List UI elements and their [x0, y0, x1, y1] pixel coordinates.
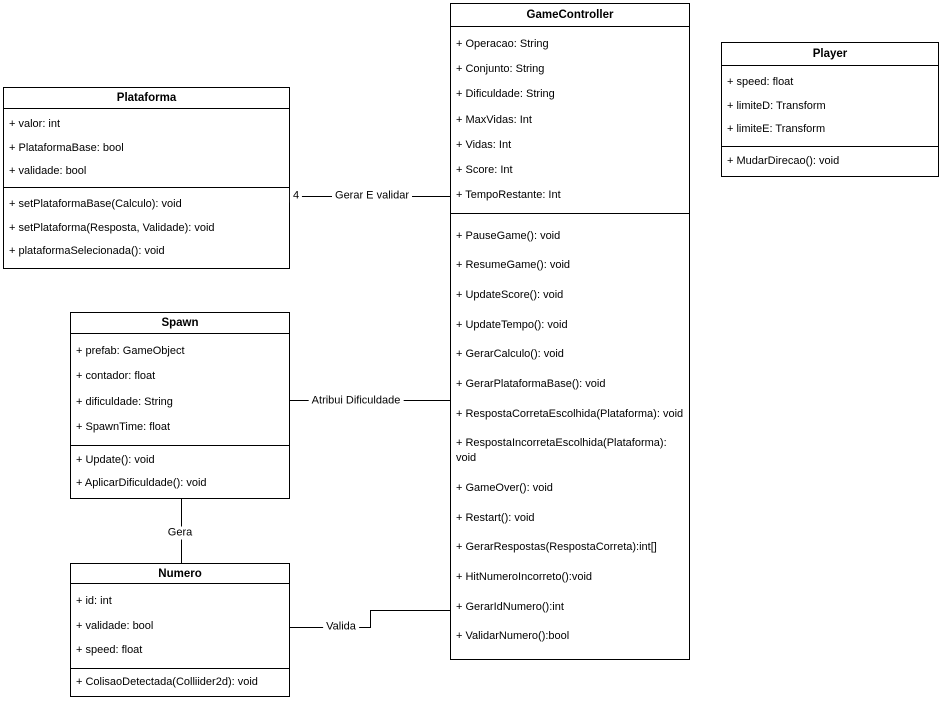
method: + ResumeGame(): void [456, 259, 571, 272]
multiplicity-label: 4 [289, 189, 303, 203]
method: + GerarPlataformaBase(): void [456, 377, 606, 390]
method: + setPlataformaBase(Calculo): void [9, 197, 182, 210]
attribute: + MaxVidas: Int [456, 113, 532, 126]
attributes-section: + valor: int + PlataformaBase: bool + va… [4, 109, 289, 188]
attribute: + Conjunto: String [456, 63, 545, 76]
method: + UpdateTempo(): void [456, 318, 568, 331]
methods-section: + MudarDirecao(): void [722, 147, 938, 176]
connector-valida-segment-2[interactable] [370, 610, 371, 628]
class-title-plataforma: Plataforma [4, 88, 289, 109]
attributes-section: + Operacao: String + Conjunto: String + … [451, 27, 689, 214]
class-box-plataforma[interactable]: Plataforma + valor: int + PlataformaBase… [3, 87, 290, 269]
attribute: + Operacao: String [456, 38, 549, 51]
attributes-section: + id: int + validade: bool + speed: floa… [71, 584, 289, 669]
class-box-spawn[interactable]: Spawn + prefab: GameObject + contador: f… [70, 312, 290, 499]
attribute: + prefab: GameObject [76, 345, 185, 358]
class-title-gamecontroller: GameController [451, 4, 689, 27]
methods-section: + PauseGame(): void + ResumeGame(): void… [451, 214, 689, 659]
method: + AplicarDificuldade(): void [76, 476, 207, 489]
attributes-section: + prefab: GameObject + contador: float +… [71, 334, 289, 446]
attribute: + valor: int [9, 118, 61, 131]
attribute: + PlataformaBase: bool [9, 141, 124, 154]
method: + RespostaIncorretaEscolhida(Plataforma)… [456, 437, 667, 465]
method: + ColisaoDetectada(Colliider2d): void [76, 676, 258, 688]
class-title-player: Player [722, 43, 938, 66]
method: + Restart(): void [456, 511, 535, 524]
methods-section: + ColisaoDetectada(Colliider2d): void [71, 669, 289, 696]
method: + GerarIdNumero():int [456, 600, 564, 613]
method: + GerarCalculo(): void [456, 348, 564, 361]
attribute: + contador: float [76, 370, 156, 383]
method: + plataformaSelecionada(): void [9, 245, 165, 258]
class-box-gamecontroller[interactable]: GameController + Operacao: String + Conj… [450, 3, 690, 660]
attribute: + validade: bool [9, 164, 87, 177]
attributes-section: + speed: float + limiteD: Transform + li… [722, 66, 938, 147]
attribute: + TempoRestante: Int [456, 188, 561, 201]
class-box-player[interactable]: Player + speed: float + limiteD: Transfo… [721, 42, 939, 177]
class-title-numero: Numero [71, 564, 289, 584]
method: + PauseGame(): void [456, 229, 561, 242]
method: + GameOver(): void [456, 481, 553, 494]
edge-label-gerar-e-validar: Gerar E validar [332, 189, 412, 203]
method: + RespostaCorretaEscolhida(Plataforma): … [456, 407, 684, 420]
attribute: + Dificuldade: String [456, 88, 555, 101]
edge-label-valida: Valida [323, 620, 359, 634]
attribute: + speed: float [727, 75, 794, 88]
connector-valida-segment-3[interactable] [370, 610, 450, 611]
method: + GerarRespostas(RespostaCorreta):int[] [456, 541, 657, 554]
attribute: + limiteE: Transform [727, 123, 826, 136]
edge-label-gera: Gera [164, 526, 196, 540]
method: + setPlataforma(Resposta, Validade): voi… [9, 221, 215, 234]
method: + UpdateScore(): void [456, 288, 564, 301]
methods-section: + setPlataformaBase(Calculo): void + set… [4, 188, 289, 268]
attribute: + dificuldade: String [76, 395, 173, 408]
attribute: + id: int [76, 594, 112, 607]
methods-section: + Update(): void + AplicarDificuldade():… [71, 446, 289, 498]
attribute: + SpawnTime: float [76, 420, 171, 433]
attribute: + speed: float [76, 644, 143, 657]
method: + ValidarNumero():bool [456, 630, 570, 643]
class-box-numero[interactable]: Numero + id: int + validade: bool + spee… [70, 563, 290, 697]
attribute: + Vidas: Int [456, 138, 512, 151]
method: + Update(): void [76, 454, 155, 467]
attribute: + Score: Int [456, 163, 513, 176]
method: + MudarDirecao(): void [727, 155, 840, 167]
attribute: + validade: bool [76, 619, 154, 632]
method: + HitNumeroIncorreto():void [456, 570, 593, 583]
attribute: + limiteD: Transform [727, 99, 826, 112]
class-title-spawn: Spawn [71, 313, 289, 334]
edge-label-atribui-dificuldade: Atribui Dificuldade [308, 394, 404, 408]
